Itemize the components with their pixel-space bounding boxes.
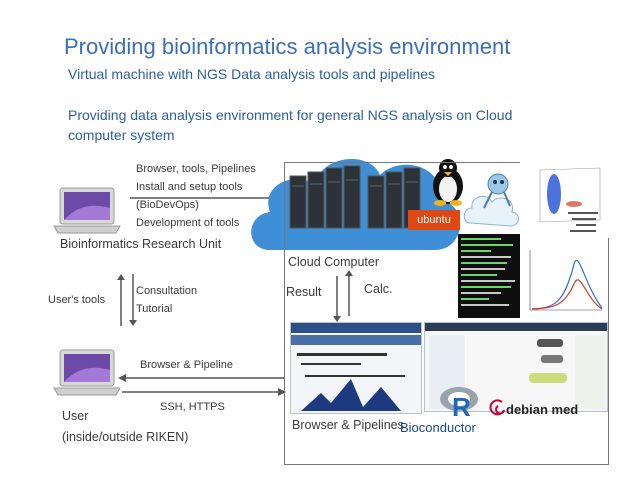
terminal-output-image (461, 238, 515, 306)
tux-penguin-icon (433, 159, 463, 206)
debian-swirl-icon (489, 399, 505, 416)
user-laptop-icon (53, 349, 121, 396)
subtitle-env-line1: Providing data analysis environment for … (68, 107, 513, 123)
debian-med-logo: debian med (506, 402, 579, 417)
research-unit-label: Bioinformatics Research Unit (60, 237, 222, 251)
flow-line-development: Development of tools (136, 217, 240, 229)
ubuntu-logo: ubuntu (408, 210, 460, 230)
slide-title: Providing bioinformatics analysis enviro… (64, 34, 511, 59)
users-tools-label: User's tools (48, 294, 106, 306)
subtitle-vm: Virtual machine with NGS Data analysis t… (68, 66, 436, 82)
genome-browser-image (291, 323, 421, 411)
density-curve-plot-image (524, 244, 606, 318)
tutorial-label: Tutorial (136, 303, 173, 315)
browser-pipeline-label: Browser & Pipeline (140, 359, 233, 371)
calc-label: Calc. (364, 282, 393, 296)
r-logo-text: R (452, 392, 471, 420)
user-scope-label: (inside/outside RIKEN) (62, 430, 189, 444)
cloud-computer-label: Cloud Computer (288, 255, 380, 269)
galaxy-monkey-icon (463, 173, 519, 227)
consultation-label: Consultation (136, 285, 198, 297)
flow-line-install: Install and setup tools (136, 181, 243, 193)
ssh-https-label: SSH, HTTPS (160, 401, 225, 413)
terminal-screenshot (458, 234, 520, 318)
cloud-environment-frame (284, 162, 609, 465)
flow-line-biodevops: (BioDevOps) (136, 199, 199, 211)
bioconductor-logo: Bioconductor (400, 420, 476, 435)
genome-browser-screenshot (290, 322, 422, 414)
user-label: User (62, 409, 89, 423)
result-label: Result (286, 285, 322, 299)
browser-pipelines-label: Browser & Pipelines (292, 418, 404, 432)
flow-line-browser-tools: Browser, tools, Pipelines (136, 163, 256, 175)
arrows-consultation (117, 274, 137, 326)
r-logo: R (440, 387, 478, 420)
subtitle-env-line2: computer system (68, 127, 175, 143)
scatter-3d-plot-image (520, 160, 610, 238)
arrows-user-cloud (118, 374, 286, 396)
arrows-result-calc (333, 270, 353, 322)
laptop-icon (53, 187, 121, 234)
